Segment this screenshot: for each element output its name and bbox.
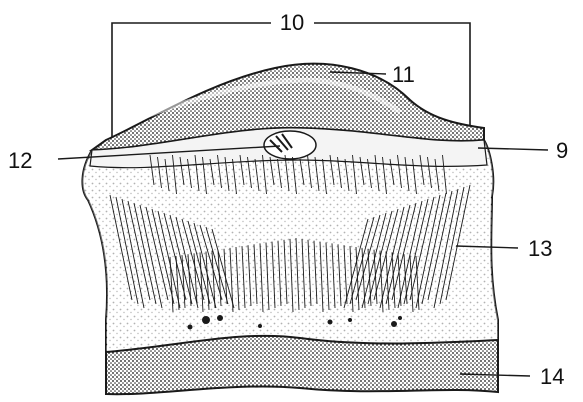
nutrient-foramen	[264, 131, 316, 159]
label-11: 11	[392, 62, 415, 87]
label-9: 9	[556, 138, 568, 163]
label-12: 12	[8, 148, 32, 173]
label-13: 13	[528, 236, 552, 261]
label-10: 10	[280, 10, 304, 35]
inferior-end-plate	[106, 336, 498, 394]
label-14: 14	[540, 364, 564, 389]
